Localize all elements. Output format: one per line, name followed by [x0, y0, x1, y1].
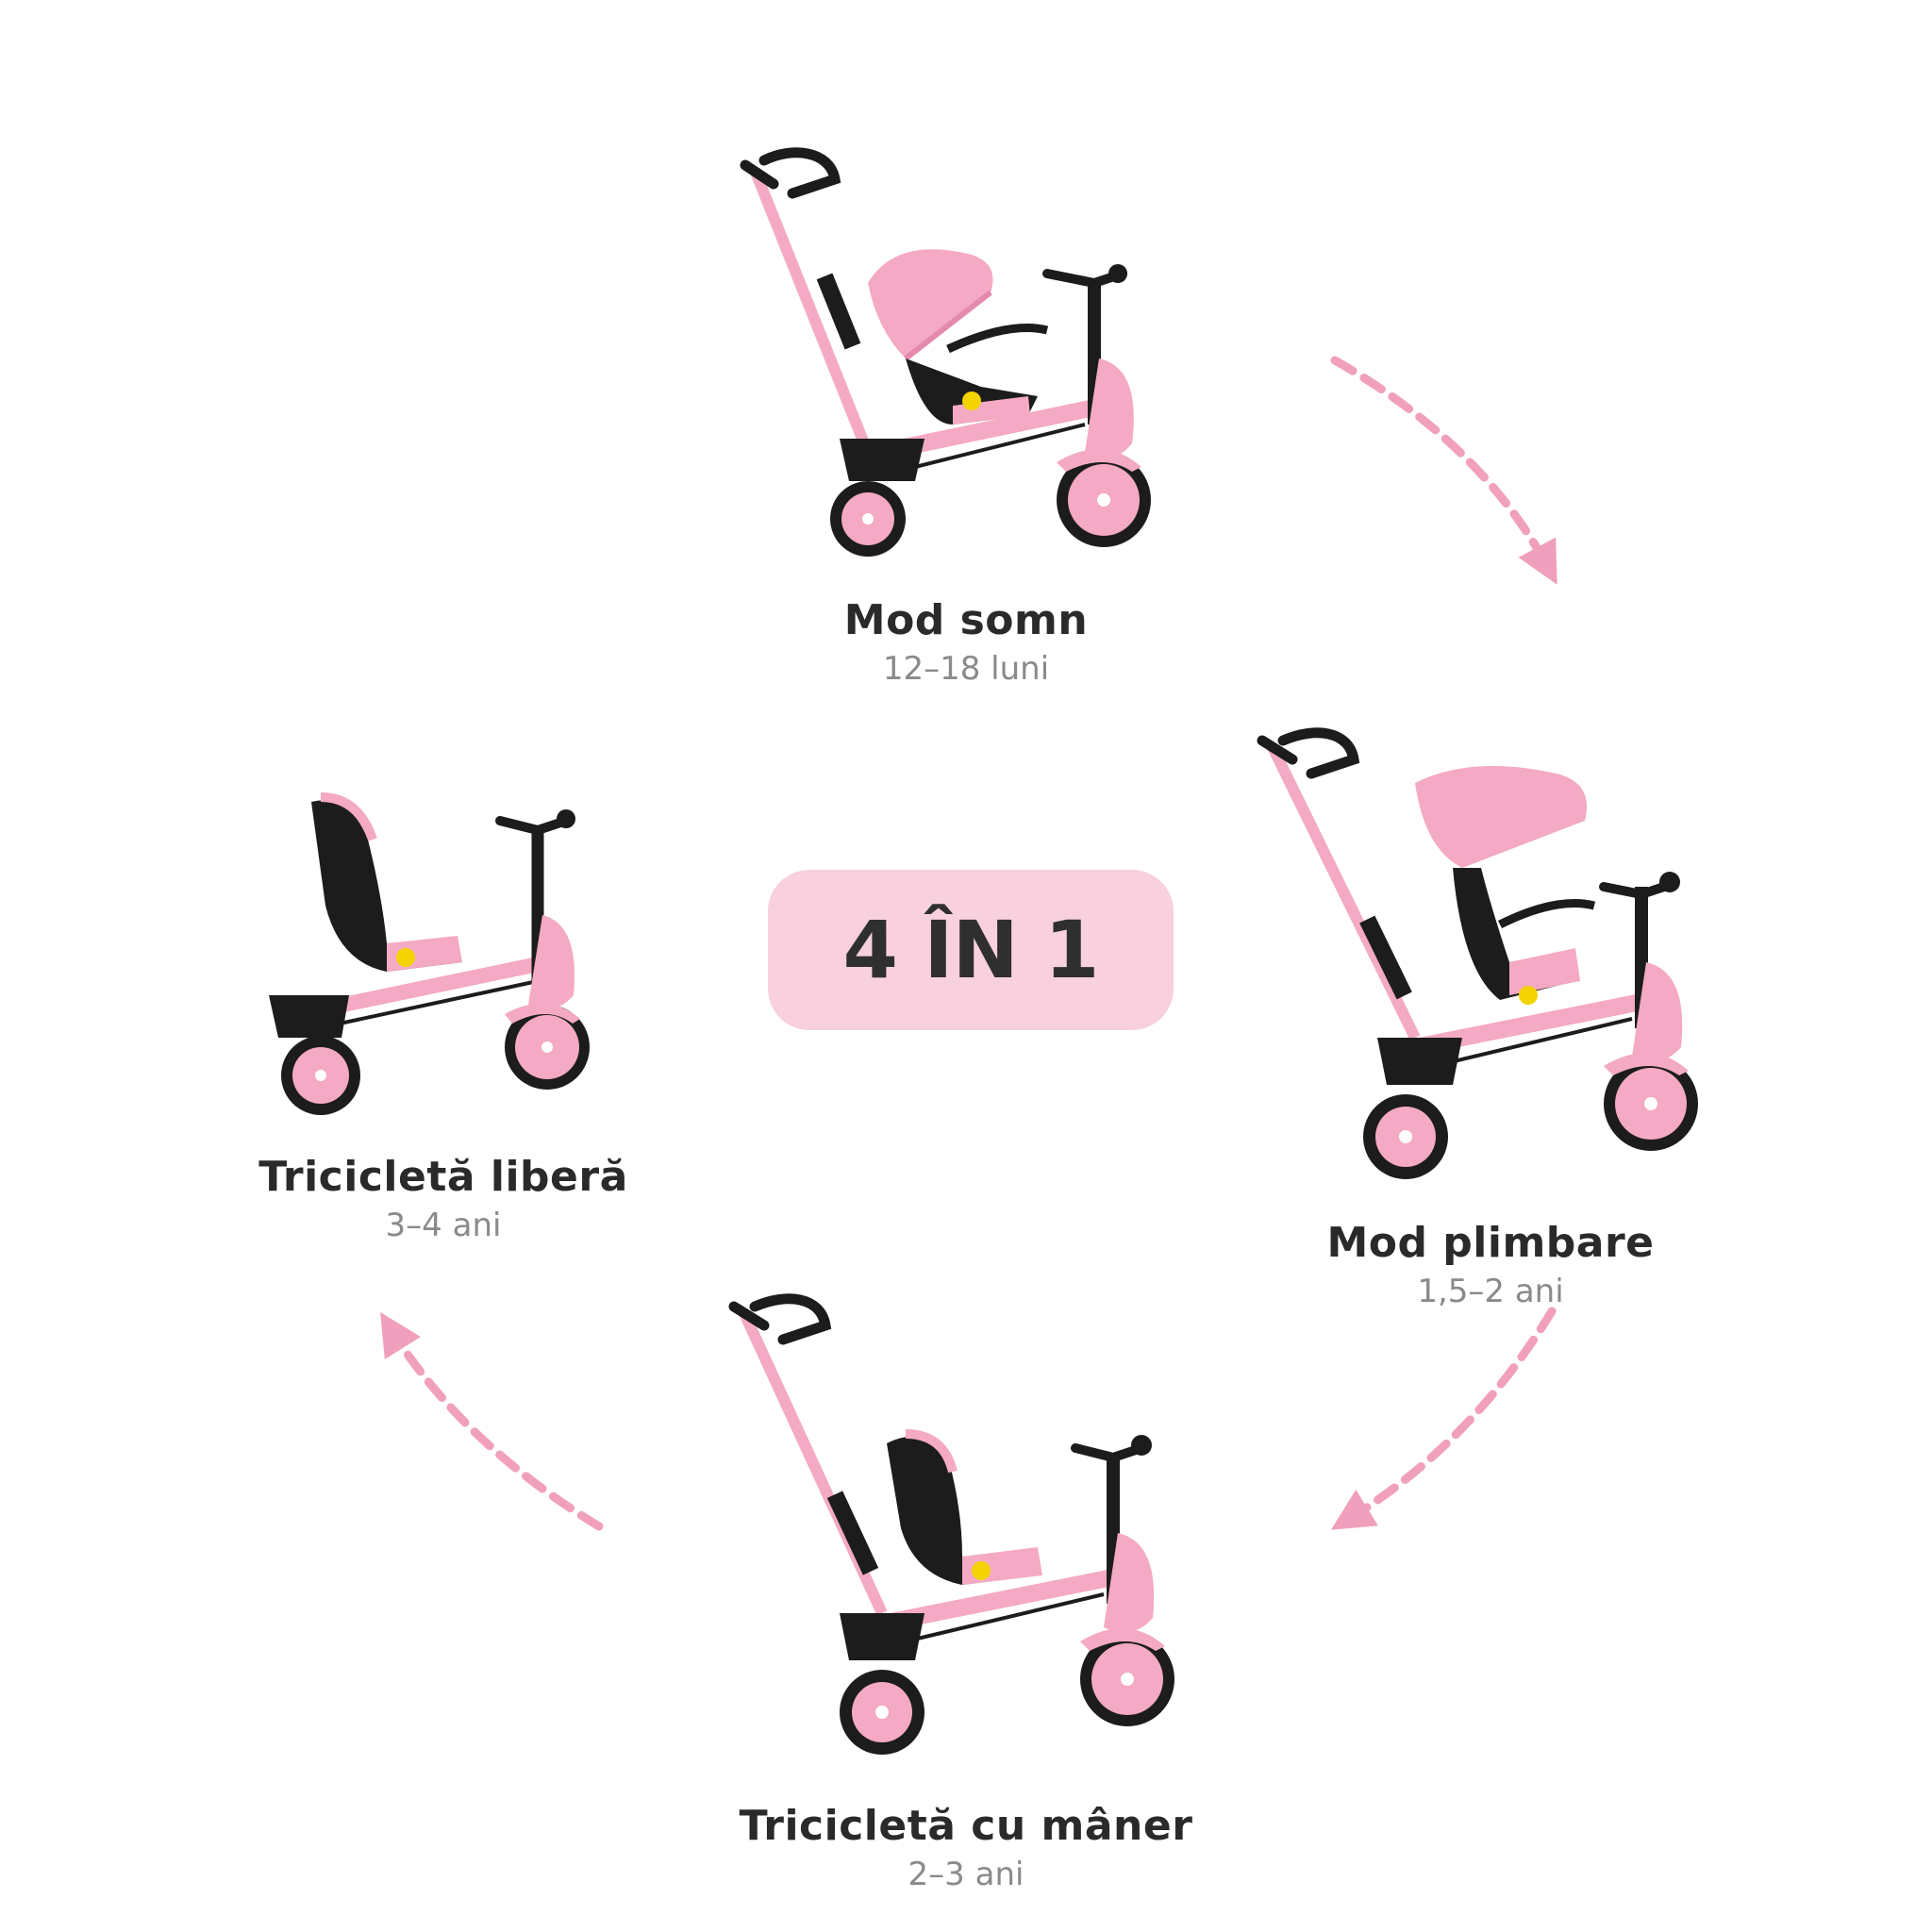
mode-title: Tricicletă cu mâner [739, 1802, 1193, 1850]
badge-label: 4 ÎN 1 [842, 904, 1100, 996]
mode-age: 12–18 luni [882, 650, 1050, 688]
mode-label-plimbare: Mod plimbare 1,5–2 ani [1198, 1219, 1783, 1310]
center-badge: 4 ÎN 1 [768, 870, 1174, 1030]
tricycle-sleep-mode-image [740, 147, 1151, 557]
mode-label-maner: Tricicletă cu mâner 2–3 ani [674, 1802, 1258, 1893]
tricycle-free-mode-image [269, 792, 590, 1115]
tricycle-stroll-mode-image [1257, 727, 1698, 1179]
mode-age: 2–3 ani [908, 1856, 1024, 1893]
arrow-plimbare-to-maner [1330, 1307, 1557, 1530]
mode-age: 1,5–2 ani [1417, 1273, 1564, 1310]
mode-title: Mod somn [843, 596, 1089, 644]
tricycle-handle-mode-image [728, 1293, 1174, 1755]
arrow-somn-to-plimbare [1330, 356, 1557, 585]
mode-label-libera: Tricicletă liberă 3–4 ani [151, 1153, 736, 1244]
mode-title: Mod plimbare [1326, 1219, 1655, 1267]
mode-age: 3–4 ani [385, 1207, 502, 1244]
mode-label-somn: Mod somn 12–18 luni [674, 596, 1258, 688]
mode-title: Tricicletă liberă [258, 1153, 628, 1201]
arrow-maner-to-libera [380, 1311, 604, 1531]
